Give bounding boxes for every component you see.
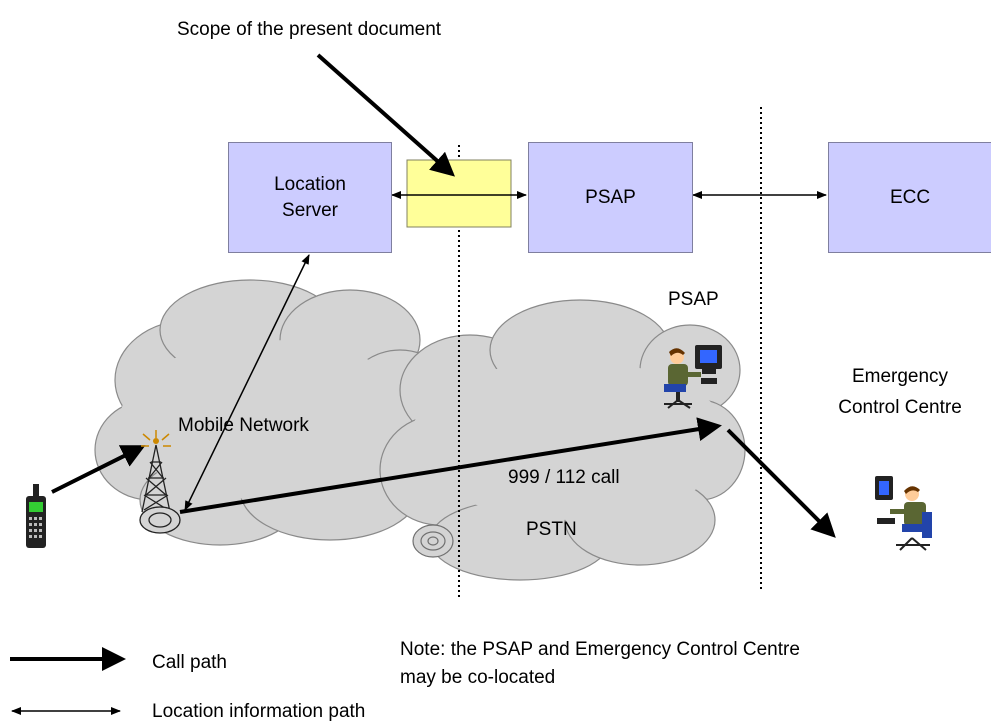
psap-operator-icon xyxy=(664,345,722,409)
legend-location-path-label: Location information path xyxy=(152,701,366,722)
legend-call-path-label: Call path xyxy=(152,652,227,673)
scope-pointer-arrow xyxy=(316,53,455,177)
scope-label: Scope of the present document xyxy=(177,19,442,40)
scope-box xyxy=(406,159,512,228)
emergency-control-centre-label: Emergency Control Centre xyxy=(838,366,962,418)
psap-label: PSAP xyxy=(668,289,719,310)
cell-tower-icon xyxy=(139,430,181,534)
ecc-box: ECC xyxy=(828,142,991,253)
tower-to-psap-call-arrow xyxy=(179,417,722,514)
tower-to-location-server-link xyxy=(184,254,310,511)
pstn-label: PSTN xyxy=(526,519,577,540)
psap-box: PSAP xyxy=(528,142,693,253)
mobile-network-label: Mobile Network xyxy=(178,415,309,436)
pstn-switch-icon xyxy=(412,524,454,558)
pstn-cloud xyxy=(379,299,746,581)
location-server-box: Location Server xyxy=(228,142,392,253)
call-label: 999 / 112 call xyxy=(508,467,620,488)
note-label: Note: the PSAP and Emergency Control Cen… xyxy=(400,639,800,688)
psap-to-ecc-call-arrow xyxy=(726,428,836,538)
phone-to-tower-call-arrow xyxy=(51,445,146,494)
ecc-operator-icon xyxy=(875,476,932,551)
mobile-phone-icon xyxy=(26,484,46,548)
